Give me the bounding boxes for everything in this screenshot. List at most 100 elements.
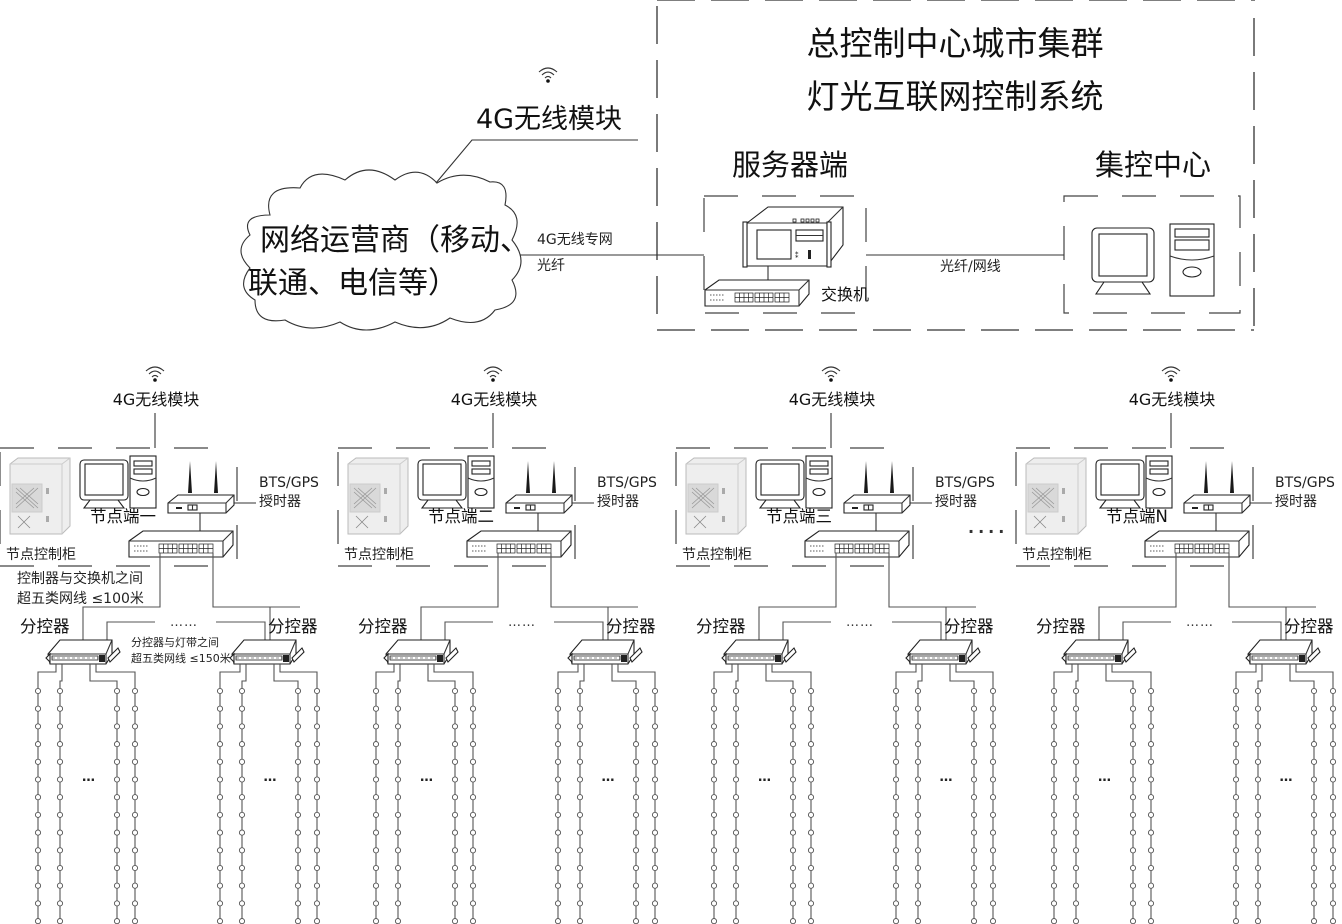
led-strip <box>1295 664 1337 924</box>
led-lamp-icon <box>651 918 659 924</box>
led-lamp-icon <box>789 918 797 924</box>
led-lamp-icon <box>131 882 139 889</box>
led-lamp-icon <box>131 776 139 783</box>
led-lamp-icon <box>892 794 900 801</box>
svg-text:⁑: ⁑ <box>795 251 799 260</box>
led-lamp-icon <box>789 758 797 765</box>
led-lamp-icon <box>1232 758 1240 765</box>
led-lamp-icon <box>807 847 815 854</box>
rack-server-icon: ⁑ <box>742 206 844 268</box>
led-lamp-icon <box>34 687 42 695</box>
led-strip <box>56 664 64 924</box>
node-control-cabinet-icon <box>347 457 409 535</box>
led-lamp-icon <box>892 882 900 889</box>
switch-label: 交换机 <box>821 285 869 304</box>
led-lamp-icon <box>989 741 997 748</box>
led-lamp-icon <box>732 758 740 765</box>
node-section-3: 4G无线模块节点控制柜节点端三BTS/GPS授时器……分控器分控器…… <box>675 366 997 924</box>
led-lamp-icon <box>1254 741 1262 748</box>
led-strip <box>427 664 459 924</box>
led-strip <box>710 664 733 924</box>
led-lamp-icon <box>970 723 978 730</box>
led-lamp-icon <box>1254 758 1262 765</box>
led-lamp-icon <box>1147 741 1155 748</box>
led-lamp-icon <box>1329 864 1337 872</box>
led-lamp-icon <box>1232 687 1240 695</box>
node-timer-label-line1: BTS/GPS <box>1275 475 1335 491</box>
led-lamp-icon <box>632 811 640 818</box>
led-lamp-icon <box>1147 687 1155 695</box>
sub-controller-icon <box>567 639 643 665</box>
led-strip <box>34 664 57 924</box>
server-switch-icon <box>704 279 810 307</box>
led-lamp-icon <box>1129 794 1137 801</box>
led-lamp-icon <box>576 864 584 872</box>
led-lamp-icon <box>1147 847 1155 854</box>
led-lamp-icon <box>1072 811 1080 818</box>
led-lamp-icon <box>238 918 246 924</box>
led-lamp-icon <box>651 723 659 730</box>
led-lamp-icon <box>294 794 302 801</box>
led-lamp-icon <box>238 794 246 801</box>
led-lamp-icon <box>131 864 139 872</box>
led-lamp-icon <box>34 918 42 924</box>
led-lamp-icon <box>56 705 64 712</box>
led-lamp-icon <box>1329 705 1337 712</box>
led-lamp-icon <box>469 847 477 854</box>
led-lamp-icon <box>554 776 562 783</box>
led-lamp-icon <box>1329 882 1337 889</box>
led-lamp-icon <box>394 741 402 748</box>
led-strip <box>1254 664 1263 924</box>
led-lamp-icon <box>1329 741 1337 748</box>
led-lamp-icon <box>1050 900 1058 907</box>
led-strip <box>372 664 395 924</box>
node-timer-label-line1: BTS/GPS <box>597 475 657 491</box>
led-lamp-icon <box>372 829 380 836</box>
node-network-switch-icon <box>1144 530 1250 558</box>
led-lamp-icon <box>989 811 997 818</box>
led-lamp-icon <box>56 864 64 872</box>
led-lamp-icon <box>892 705 900 712</box>
led-lamp-icon <box>554 794 562 801</box>
led-lamp-icon <box>313 741 321 748</box>
led-strip <box>765 664 797 924</box>
led-lamp-icon <box>216 705 224 712</box>
wireless-callout-line <box>435 139 638 184</box>
system-title-line2: 灯光互联网控制系统 <box>807 77 1104 116</box>
led-lamp-icon <box>1254 900 1262 907</box>
led-strip <box>1105 664 1137 924</box>
led-lamp-icon <box>651 864 659 872</box>
led-lamp-icon <box>892 918 900 924</box>
node-wireless-module-label: 4G无线模块 <box>1129 390 1216 409</box>
led-lamp-icon <box>970 758 978 765</box>
led-lamp-icon <box>1232 794 1240 801</box>
led-lamp-icon <box>989 705 997 712</box>
led-lamp-icon <box>1072 741 1080 748</box>
led-lamp-icon <box>1254 794 1262 801</box>
led-lamp-icon <box>1310 864 1318 872</box>
led-lamp-icon <box>1254 687 1262 695</box>
led-lamp-icon <box>710 758 718 765</box>
led-lamp-icon <box>238 741 246 748</box>
led-lamp-icon <box>914 794 922 801</box>
led-lamp-icon <box>1329 829 1337 836</box>
led-lamp-icon <box>313 776 321 783</box>
led-lamp-icon <box>34 776 42 783</box>
led-lamp-icon <box>451 776 459 783</box>
led-lamp-icon <box>1254 705 1262 712</box>
led-lamp-icon <box>238 811 246 818</box>
led-strip <box>1111 664 1155 924</box>
led-lamp-icon <box>1254 723 1262 730</box>
led-strip <box>949 664 978 924</box>
led-lamp-icon <box>1129 882 1137 889</box>
led-lamp-icon <box>113 811 121 818</box>
led-lamp-icon <box>651 882 659 889</box>
led-lamp-icon <box>914 811 922 818</box>
led-lamp-icon <box>34 847 42 854</box>
led-strip <box>955 664 997 924</box>
led-lamp-icon <box>1329 811 1337 818</box>
led-strip <box>238 664 247 924</box>
node-network-switch-icon <box>128 530 234 558</box>
led-lamp-icon <box>372 705 380 712</box>
led-lamp-icon <box>632 900 640 907</box>
